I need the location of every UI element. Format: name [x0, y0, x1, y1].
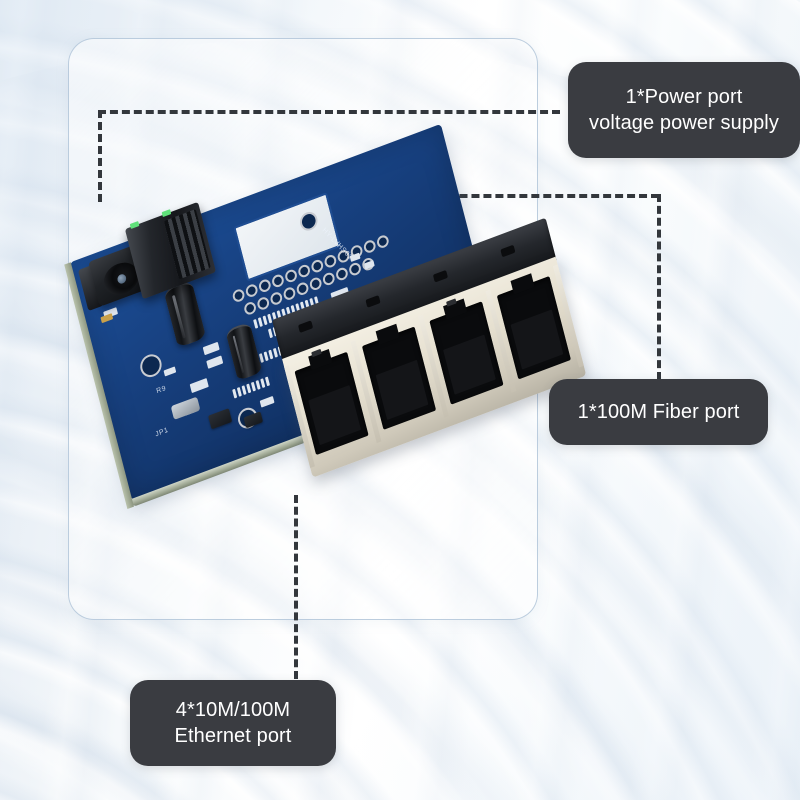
switch-board-photo: HY-LVHS01 220 U2 R9 XS02 C12 JP1 [52, 123, 587, 510]
leader-line-fiber-horizontal [268, 194, 659, 198]
callout-fiber-port[interactable]: 1*100M Fiber port [549, 379, 768, 445]
callout-power-port-line2: voltage power supply [589, 112, 779, 134]
leader-line-power-vertical [98, 110, 102, 202]
leader-line-ethernet-vertical [294, 495, 298, 679]
rj45-top-nub [298, 320, 314, 334]
rj45-port-4-cavity [510, 309, 564, 370]
callout-power-port[interactable]: 1*Power port voltage power supply [568, 62, 800, 158]
callout-ethernet-port[interactable]: 4*10M/100M Ethernet port [130, 680, 336, 766]
module-green-marker-left [129, 221, 140, 230]
rj45-port-2-keyway [375, 323, 400, 346]
rj45-port-4-keyway [510, 273, 535, 295]
rj45-top-nub [365, 295, 381, 308]
callout-fiber-port-line1: 1*100M Fiber port [577, 401, 740, 423]
rj45-top-nub [432, 269, 449, 283]
callout-ethernet-port-line1: 4*10M/100M [175, 699, 291, 721]
rj45-port-1-cavity [308, 385, 361, 446]
callout-ethernet-port-line2: Ethernet port [174, 725, 292, 747]
leader-line-fiber-vertical [657, 194, 661, 380]
module-green-marker-right [161, 209, 172, 218]
rj45-port-2-cavity [375, 359, 429, 420]
rj45-top-nub [500, 244, 516, 258]
rj45-port-3-cavity [443, 334, 496, 395]
leader-line-power-horizontal [98, 110, 560, 114]
callout-power-port-line1: 1*Power port [625, 86, 743, 108]
